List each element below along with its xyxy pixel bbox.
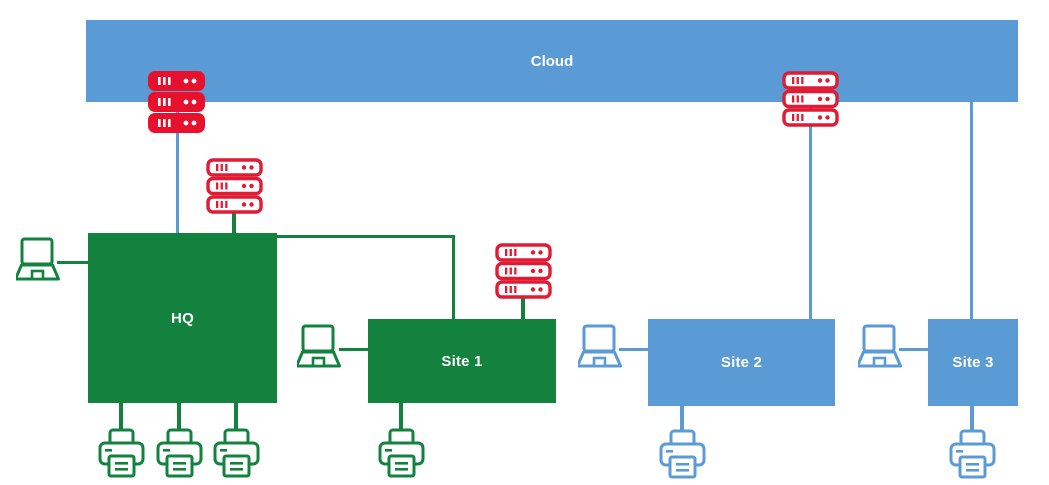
link-laptop-site1-to-site1 (339, 348, 371, 351)
cloud-region[interactable]: Cloud (86, 20, 1018, 102)
printer-icon-hq-2[interactable] (156, 428, 203, 478)
site-label-hq: HQ (171, 309, 194, 327)
link-site3-to-printer (970, 405, 974, 431)
link-server-hq-to-hq (232, 212, 236, 237)
laptop-icon-hq[interactable] (16, 235, 60, 288)
laptop-icon-site1[interactable] (297, 322, 341, 375)
server-icon-cloud-hq[interactable] (148, 71, 205, 133)
link-laptop-hq-to-hq (57, 261, 91, 264)
link-hq-to-printer-2 (177, 402, 181, 430)
link-site1-to-printer (399, 402, 403, 430)
link-laptop-site2-to-site2 (619, 348, 651, 351)
server-icon-site1[interactable] (495, 243, 552, 299)
link-hq-to-printer-1 (119, 402, 123, 430)
link-cloud-to-site2 (809, 102, 812, 320)
link-hq-to-printer-3 (234, 402, 238, 430)
link-cloud-to-site3 (970, 102, 973, 320)
site-box-hq[interactable]: HQ (88, 233, 277, 403)
site-box-site1[interactable]: Site 1 (368, 319, 556, 403)
link-hq-to-site1-vertical (452, 235, 455, 321)
printer-icon-site3[interactable] (949, 429, 996, 479)
site-box-site2[interactable]: Site 2 (648, 319, 835, 406)
site-box-site3[interactable]: Site 3 (928, 319, 1018, 406)
link-laptop-site3-to-site3 (899, 348, 931, 351)
site-label-site2: Site 2 (720, 354, 763, 371)
site-label-site1: Site 1 (441, 352, 483, 370)
site-label-site3: Site 3 (952, 354, 994, 371)
laptop-icon-site3[interactable] (858, 322, 902, 375)
link-hq-to-site1-horizontal (275, 235, 455, 238)
printer-icon-hq-3[interactable] (213, 428, 260, 478)
link-site2-to-printer (680, 405, 684, 431)
printer-icon-hq-1[interactable] (98, 428, 145, 478)
link-server-site1-to-site1 (521, 297, 525, 321)
laptop-icon-site2[interactable] (578, 322, 622, 375)
link-cloud-to-hq (176, 102, 179, 235)
printer-icon-site1[interactable] (378, 428, 425, 478)
server-icon-cloud-site2[interactable] (782, 71, 839, 127)
server-icon-hq[interactable] (206, 158, 263, 214)
cloud-label: Cloud (530, 52, 574, 70)
printer-icon-site2[interactable] (659, 429, 706, 479)
